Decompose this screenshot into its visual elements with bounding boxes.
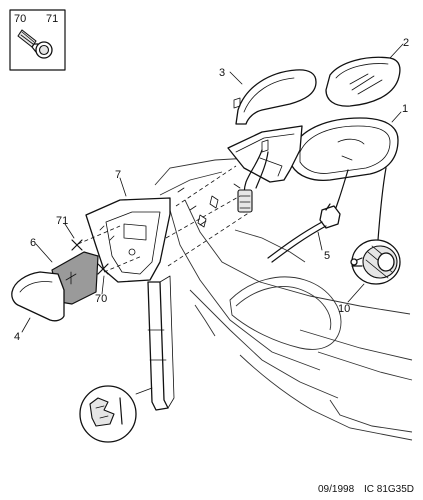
leader-1 [391, 111, 402, 123]
inset-frame [9, 9, 66, 71]
leader-2 [389, 43, 404, 59]
callout-6: 6 [30, 237, 36, 249]
callout-3: 3 [219, 67, 225, 79]
footer-reference: IC 81G35D [364, 484, 414, 495]
part-7-inner-trim [85, 197, 171, 283]
part-2-mirror-glass [325, 56, 401, 107]
clip-detail-circle [79, 385, 153, 443]
mirror-base-bracket [227, 125, 303, 183]
callout-1: 1 [402, 103, 408, 115]
callout-2: 2 [403, 37, 409, 49]
leader-3 [229, 71, 243, 85]
connector-plug [237, 189, 253, 213]
callout-70: 70 [95, 293, 107, 305]
callout-4: 4 [14, 331, 20, 343]
footer-date: 09/1998 [318, 484, 355, 495]
part-3-cover-cap [233, 69, 317, 125]
part-5-control-cable [267, 167, 387, 263]
screw-marker-71 [71, 239, 83, 251]
leader-lines [21, 43, 404, 333]
leader-71 [64, 223, 75, 239]
fastener-inset: 70 71 [9, 9, 66, 71]
part-10-control-knob [350, 239, 401, 285]
leader-6 [35, 243, 53, 263]
leader-70 [101, 275, 105, 295]
callout-71: 71 [56, 215, 68, 227]
leader-5 [317, 231, 323, 251]
door-body-outline [154, 157, 413, 441]
screw-icon [17, 29, 53, 59]
leader-4 [21, 317, 31, 333]
leader-10 [347, 283, 365, 303]
part-4-outer-cover [11, 271, 65, 322]
inset-label-70: 70 [14, 13, 26, 25]
wiring-harness [233, 149, 269, 213]
callout-numbers: 2 3 1 7 71 6 5 10 70 4 [14, 37, 409, 343]
callout-10: 10 [338, 303, 350, 315]
footer: 09/1998 IC 81G35D [318, 484, 414, 495]
inset-label-71: 71 [46, 13, 58, 25]
leader-7 [119, 177, 127, 197]
callout-5: 5 [324, 250, 330, 262]
window-seal-strip [147, 275, 175, 411]
assembly-lines [77, 165, 251, 273]
screw-marker-70 [97, 263, 109, 275]
callout-7: 7 [115, 169, 121, 181]
